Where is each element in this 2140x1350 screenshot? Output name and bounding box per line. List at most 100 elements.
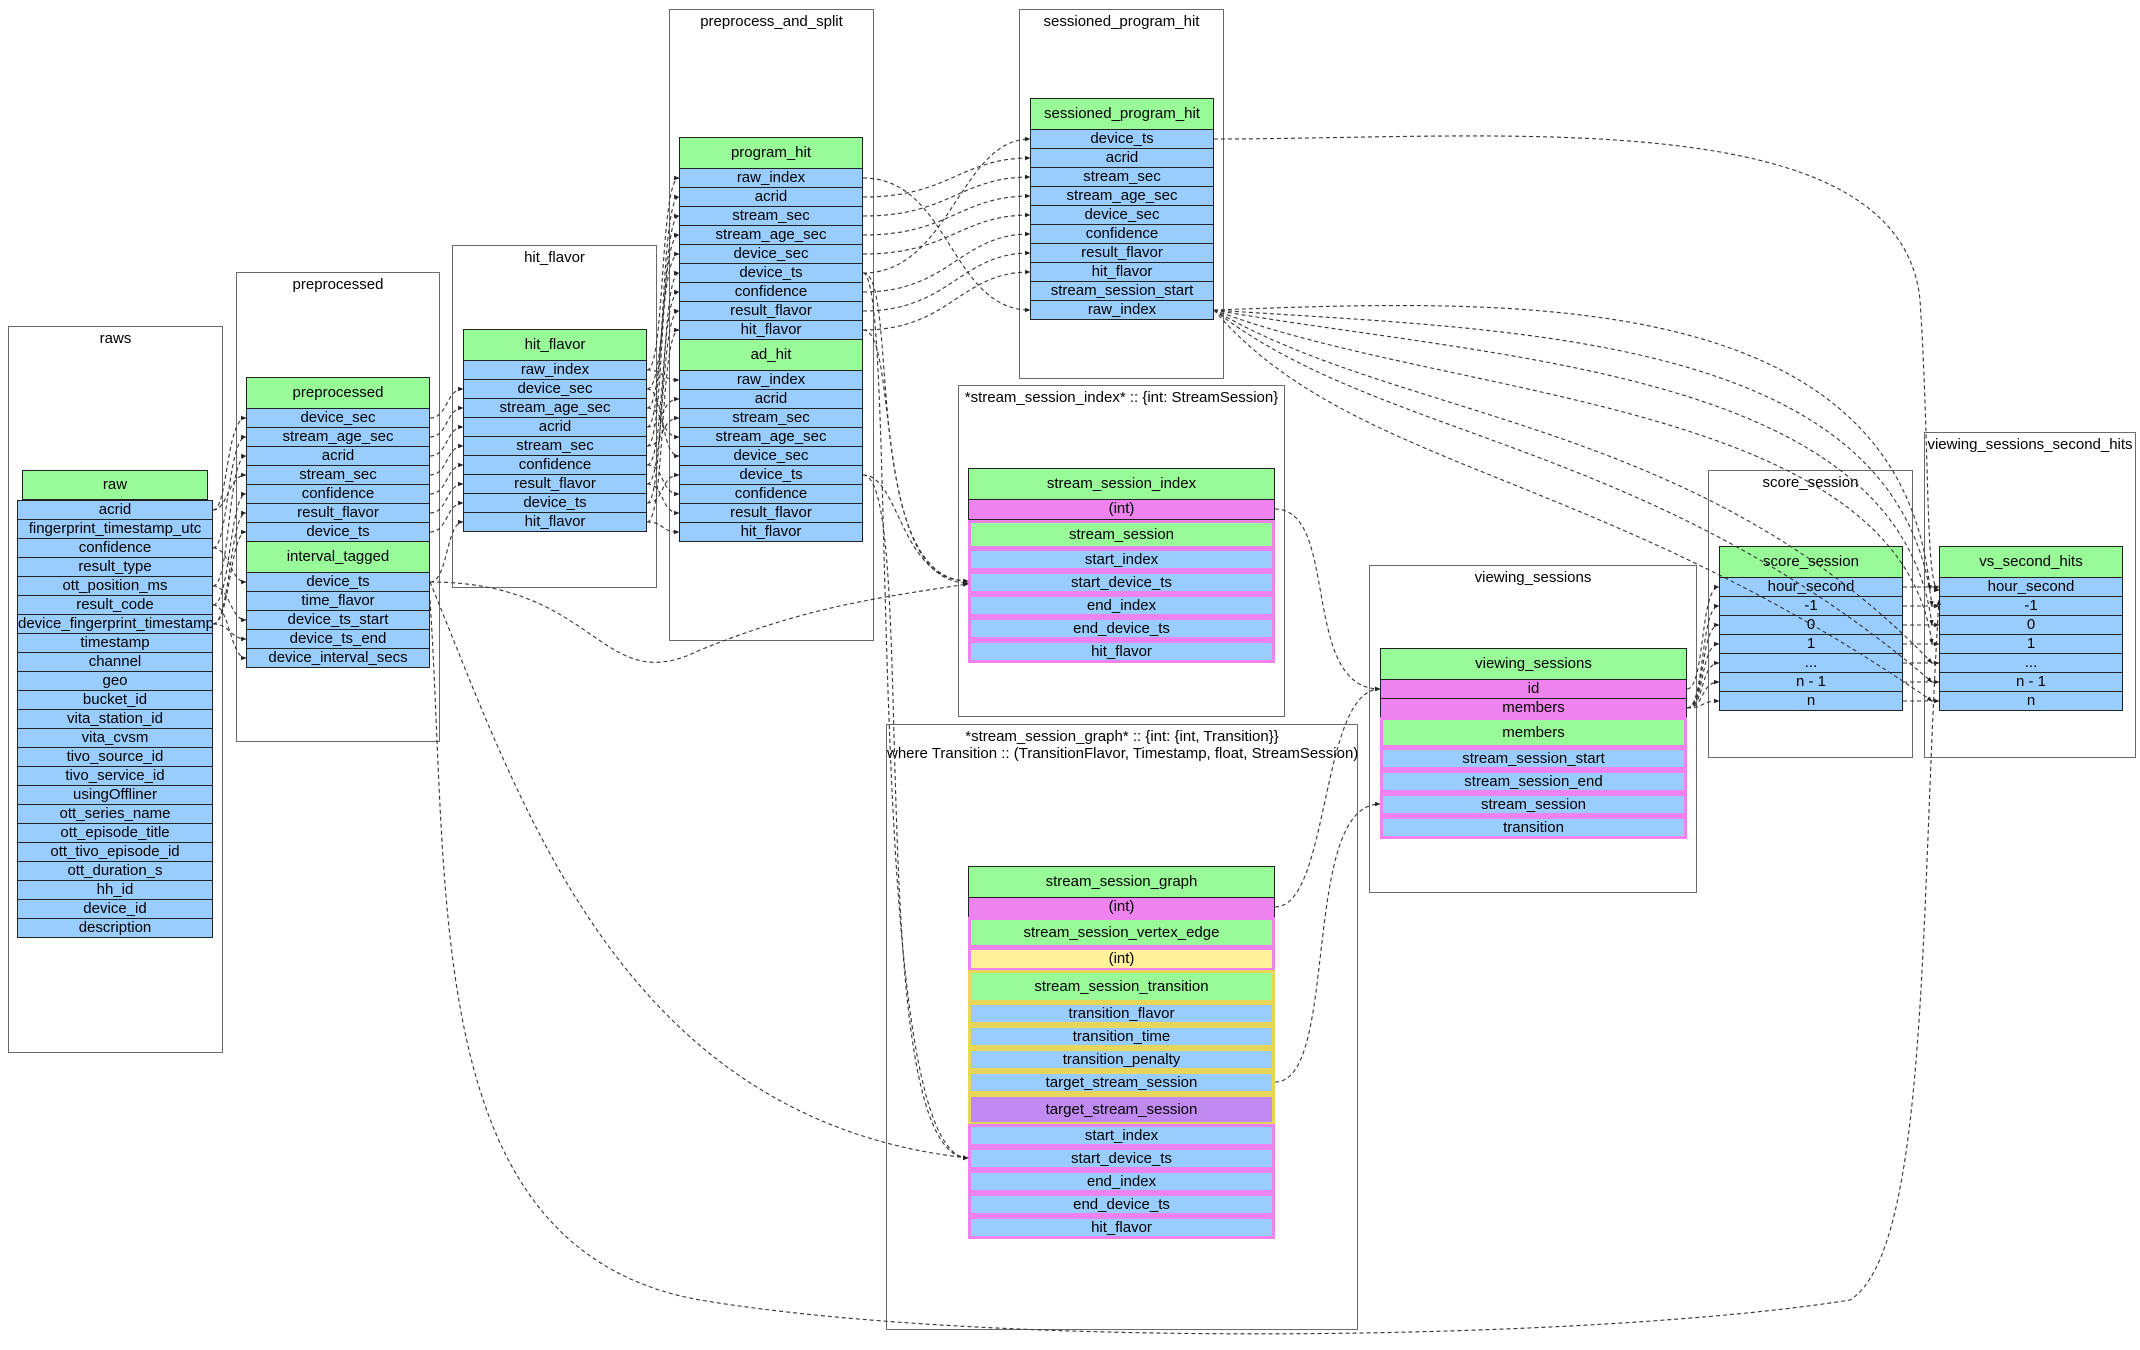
table-field: stream_session_start bbox=[1030, 281, 1214, 301]
table-header: vs_second_hits bbox=[1939, 546, 2123, 578]
edge bbox=[862, 193, 1031, 236]
table-header: interval_tagged bbox=[246, 541, 430, 573]
table-field: hit_flavor bbox=[679, 522, 863, 542]
table-field: raw_index bbox=[679, 168, 863, 188]
table-field: acrid bbox=[1030, 148, 1214, 168]
table-field: device_sec bbox=[463, 379, 647, 399]
table-field: result_flavor bbox=[679, 503, 863, 523]
table-field: result_flavor bbox=[679, 301, 863, 321]
table-key: members bbox=[1380, 698, 1687, 718]
table-header: viewing_sessions bbox=[1380, 648, 1687, 680]
table-field: acrid bbox=[679, 389, 863, 409]
table-field: 1 bbox=[1939, 634, 2123, 654]
table-field: raw_index bbox=[1030, 300, 1214, 320]
table-field: end_device_ts bbox=[968, 1193, 1275, 1216]
table-field: device_sec bbox=[679, 446, 863, 466]
table-field: stream_session bbox=[1380, 793, 1687, 816]
table-field: tivo_source_id bbox=[17, 747, 213, 767]
table-field: device_sec bbox=[1030, 205, 1214, 225]
table-field: stream_session_end bbox=[1380, 770, 1687, 793]
table-header: score_session bbox=[1719, 546, 1903, 578]
edge bbox=[862, 174, 1031, 217]
table-field: time_flavor bbox=[246, 591, 430, 611]
table-header: stream_session_graph bbox=[968, 866, 1275, 898]
table-field: device_sec bbox=[246, 408, 430, 428]
table-field: stream_session_start bbox=[1380, 747, 1687, 770]
table-field: stream_age_sec bbox=[246, 427, 430, 447]
table-field: end_index bbox=[968, 594, 1275, 617]
table-field: acrid bbox=[246, 446, 430, 466]
table-field: stream_sec bbox=[246, 465, 430, 485]
table-field: device_ts bbox=[463, 493, 647, 513]
cluster-label: preprocessed bbox=[292, 276, 384, 293]
table-field: timestamp bbox=[17, 633, 213, 653]
table-header: program_hit bbox=[679, 137, 863, 169]
table-field: ott_duration_s bbox=[17, 861, 213, 881]
table-field: stream_age_sec bbox=[679, 225, 863, 245]
table-field: start_device_ts bbox=[968, 1147, 1275, 1170]
table-field: hour_second bbox=[1719, 577, 1903, 597]
table-subheader: stream_session_vertex_edge bbox=[968, 917, 1275, 948]
table-field: transition_penalty bbox=[968, 1048, 1275, 1071]
table-field: raw_index bbox=[463, 360, 647, 380]
table-field: description bbox=[17, 918, 213, 938]
table-subheader: stream_session_transition bbox=[968, 970, 1275, 1003]
table-header: ad_hit bbox=[679, 339, 863, 371]
table-field: start_device_ts bbox=[968, 571, 1275, 594]
table-field: stream_sec bbox=[1030, 167, 1214, 187]
table-field: vita_cvsm bbox=[17, 728, 213, 748]
table-header: preprocessed bbox=[246, 377, 430, 409]
table-key: id bbox=[1380, 679, 1687, 699]
table-field: result_type bbox=[17, 557, 213, 577]
table-field: result_flavor bbox=[1030, 243, 1214, 263]
table-field: stream_age_sec bbox=[679, 427, 863, 447]
table-field: confidence bbox=[1030, 224, 1214, 244]
table-field: device_ts bbox=[246, 572, 430, 592]
table-field: confidence bbox=[17, 538, 213, 558]
table-field: device_sec bbox=[679, 244, 863, 264]
table-field: channel bbox=[17, 652, 213, 672]
table-field: hh_id bbox=[17, 880, 213, 900]
table-field: hit_flavor bbox=[1030, 262, 1214, 282]
table-field: result_code bbox=[17, 595, 213, 615]
table-key: (int) bbox=[968, 499, 1275, 520]
table-field: ott_position_ms bbox=[17, 576, 213, 596]
table-field: n - 1 bbox=[1719, 672, 1903, 692]
table-field: bucket_id bbox=[17, 690, 213, 710]
table-field: device_ts bbox=[679, 263, 863, 283]
table-field: n bbox=[1719, 691, 1903, 711]
table-field: device_ts bbox=[1030, 129, 1214, 149]
table-header: sessioned_program_hit bbox=[1030, 98, 1214, 130]
table-field: hit_flavor bbox=[463, 512, 647, 532]
table-field: -1 bbox=[1719, 596, 1903, 616]
table-field: n - 1 bbox=[1939, 672, 2123, 692]
edge bbox=[862, 177, 1031, 313]
edge bbox=[1274, 508, 1381, 692]
table-field: ... bbox=[1719, 653, 1903, 673]
edge bbox=[862, 250, 1031, 312]
table-key: (int) bbox=[968, 897, 1275, 918]
table-field: stream_sec bbox=[679, 408, 863, 428]
table-field: hit_flavor bbox=[968, 1216, 1275, 1239]
edge bbox=[862, 136, 1031, 274]
cluster-label: preprocess_and_split bbox=[700, 13, 843, 30]
table-field: transition_flavor bbox=[968, 1002, 1275, 1025]
table-field: ott_series_name bbox=[17, 804, 213, 824]
table-header: stream_session_index bbox=[968, 468, 1275, 500]
table-field: result_flavor bbox=[463, 474, 647, 494]
table-field: device_ts_end bbox=[246, 629, 430, 649]
table-field: confidence bbox=[679, 282, 863, 302]
table-header: raw bbox=[22, 470, 208, 500]
table-header: hit_flavor bbox=[463, 329, 647, 361]
table-field: stream_sec bbox=[679, 206, 863, 226]
table-subheader: stream_session bbox=[968, 520, 1275, 549]
cluster-label: viewing_sessions_second_hits bbox=[1927, 436, 2133, 453]
table-field: hour_second bbox=[1939, 577, 2123, 597]
edge bbox=[862, 272, 969, 584]
table-field: ... bbox=[1939, 653, 2123, 673]
edge bbox=[862, 231, 1031, 293]
table-field: 0 bbox=[1939, 615, 2123, 635]
table-field: device_fingerprint_timestamp bbox=[17, 614, 213, 634]
table-field: fingerprint_timestamp_utc bbox=[17, 519, 213, 539]
